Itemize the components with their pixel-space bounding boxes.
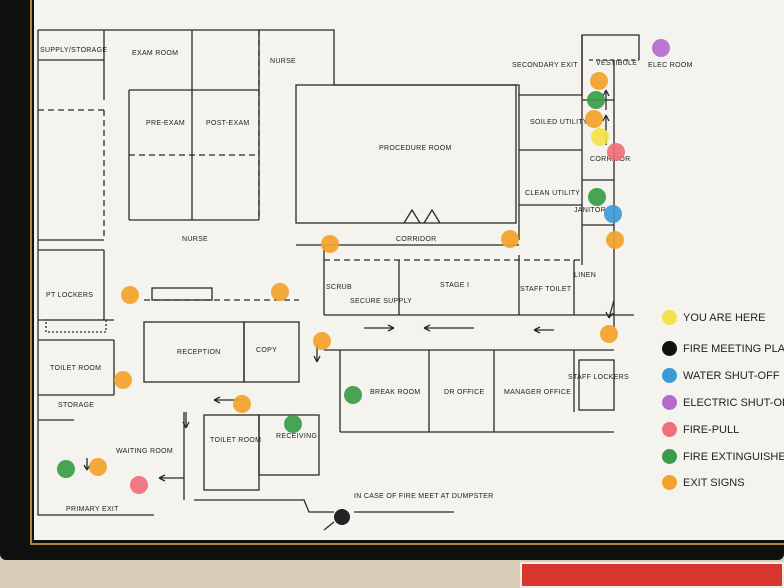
marker-exit: [121, 286, 139, 304]
legend-electric-shutoff: ELECTRIC SHUT-OFF: [662, 395, 784, 410]
room-storage: STORAGE: [58, 402, 95, 409]
legend-label: FIRE MEETING PLACE: [683, 342, 784, 355]
room-janitor: JANITOR: [574, 207, 606, 214]
marker-water-shutoff: [604, 205, 622, 223]
room-vestibule: VESTIBULE: [596, 60, 638, 67]
room-break: BREAK ROOM: [370, 389, 421, 396]
legend-label: YOU ARE HERE: [683, 311, 766, 324]
room-toilet-bottom: TOILET ROOM: [210, 437, 262, 444]
room-dr-office: DR OFFICE: [444, 389, 485, 396]
marker-electric-shutoff: [652, 39, 670, 57]
marker-exit: [590, 72, 608, 90]
room-soiled-utility: SOILED UTILITY: [530, 119, 588, 126]
room-staff-toilet: STAFF TOILET: [520, 286, 572, 293]
room-exam: EXAM ROOM: [132, 50, 179, 57]
legend-water-shutoff: WATER SHUT-OFF: [662, 368, 780, 383]
legend-dot: [662, 341, 677, 356]
marker-exit: [313, 332, 331, 350]
marker-you-are-here: [591, 128, 609, 146]
room-staff-lockers: STAFF LOCKERS: [568, 374, 629, 381]
legend-label: WATER SHUT-OFF: [683, 369, 780, 382]
room-secure-supply: SECURE SUPPLY: [350, 298, 413, 305]
red-sign-below-frame: [520, 562, 784, 588]
room-copy: COPY: [256, 347, 278, 354]
map-markers: [57, 39, 670, 525]
floor-plan-sheet: SUPPLY/STORAGE EXAM ROOM NURSE PRE-EXAM …: [34, 0, 784, 540]
marker-fire-pull: [607, 143, 625, 161]
marker-exit: [585, 110, 603, 128]
room-nurse-mid: NURSE: [182, 236, 209, 243]
legend-label: ELECTRIC SHUT-OFF: [683, 396, 784, 409]
legend-fire-pull: FIRE-PULL: [662, 422, 739, 437]
room-corridor-right: CORRIDOR: [590, 156, 631, 163]
room-clean-utility: CLEAN UTILITY: [525, 190, 581, 197]
room-post-exam: POST-EXAM: [206, 120, 250, 127]
legend-label: FIRE-PULL: [683, 423, 740, 436]
legend-dot: [662, 475, 677, 490]
room-supply-storage: SUPPLY/STORAGE: [40, 47, 108, 54]
marker-exit: [321, 235, 339, 253]
marker-exit: [600, 325, 618, 343]
room-waiting: WAITING ROOM: [116, 448, 174, 455]
marker-exit: [271, 283, 289, 301]
legend-label: FIRE EXTINGUISHER: [683, 450, 784, 463]
room-corridor-mid: CORRIDOR: [396, 236, 437, 243]
frame-gold-trim: [30, 0, 784, 545]
label-primary-exit: PRIMARY EXIT: [66, 506, 119, 513]
marker-extinguisher: [57, 460, 75, 478]
legend-fire-extinguisher: FIRE EXTINGUISHER: [662, 449, 784, 464]
room-stage-i: STAGE I: [440, 282, 470, 289]
room-receiving: RECEIVING: [276, 433, 318, 440]
marker-extinguisher: [284, 415, 302, 433]
legend-dot: [662, 422, 677, 437]
marker-exit: [233, 395, 251, 413]
room-pre-exam: PRE-EXAM: [146, 120, 185, 127]
marker-meeting-place: [334, 509, 350, 525]
legend-label: EXIT SIGNS: [683, 476, 745, 489]
legend-dot: [662, 368, 677, 383]
room-linen: LINEN: [574, 272, 597, 279]
room-pt-lockers: PT LOCKERS: [46, 292, 94, 299]
marker-exit: [606, 231, 624, 249]
floor-plan-walls: [37, 29, 640, 531]
legend-dot: [662, 310, 677, 325]
label-fire-meet-note: IN CASE OF FIRE MEET AT DUMPSTER: [354, 493, 494, 500]
legend-fire-meeting-place: FIRE MEETING PLACE: [662, 341, 784, 356]
legend-you-are-here: YOU ARE HERE: [662, 310, 766, 325]
marker-fire-pull: [130, 476, 148, 494]
room-toilet-left: TOILET ROOM: [50, 365, 102, 372]
room-procedure: PROCEDURE ROOM: [379, 145, 452, 152]
legend-dot: [662, 449, 677, 464]
marker-exit: [501, 230, 519, 248]
room-scrub: SCRUB: [326, 284, 353, 291]
room-reception: RECEPTION: [177, 349, 221, 356]
room-manager-office: MANAGER OFFICE: [504, 389, 572, 396]
marker-exit: [89, 458, 107, 476]
label-secondary-exit: SECONDARY EXIT: [512, 62, 578, 69]
marker-extinguisher: [344, 386, 362, 404]
legend-exit-signs: EXIT SIGNS: [662, 475, 745, 490]
room-nurse-top: NURSE: [270, 58, 297, 65]
legend-dot: [662, 395, 677, 410]
marker-extinguisher: [588, 188, 606, 206]
room-elec: ELEC ROOM: [648, 62, 693, 69]
marker-extinguisher: [587, 91, 605, 109]
marker-exit: [114, 371, 132, 389]
